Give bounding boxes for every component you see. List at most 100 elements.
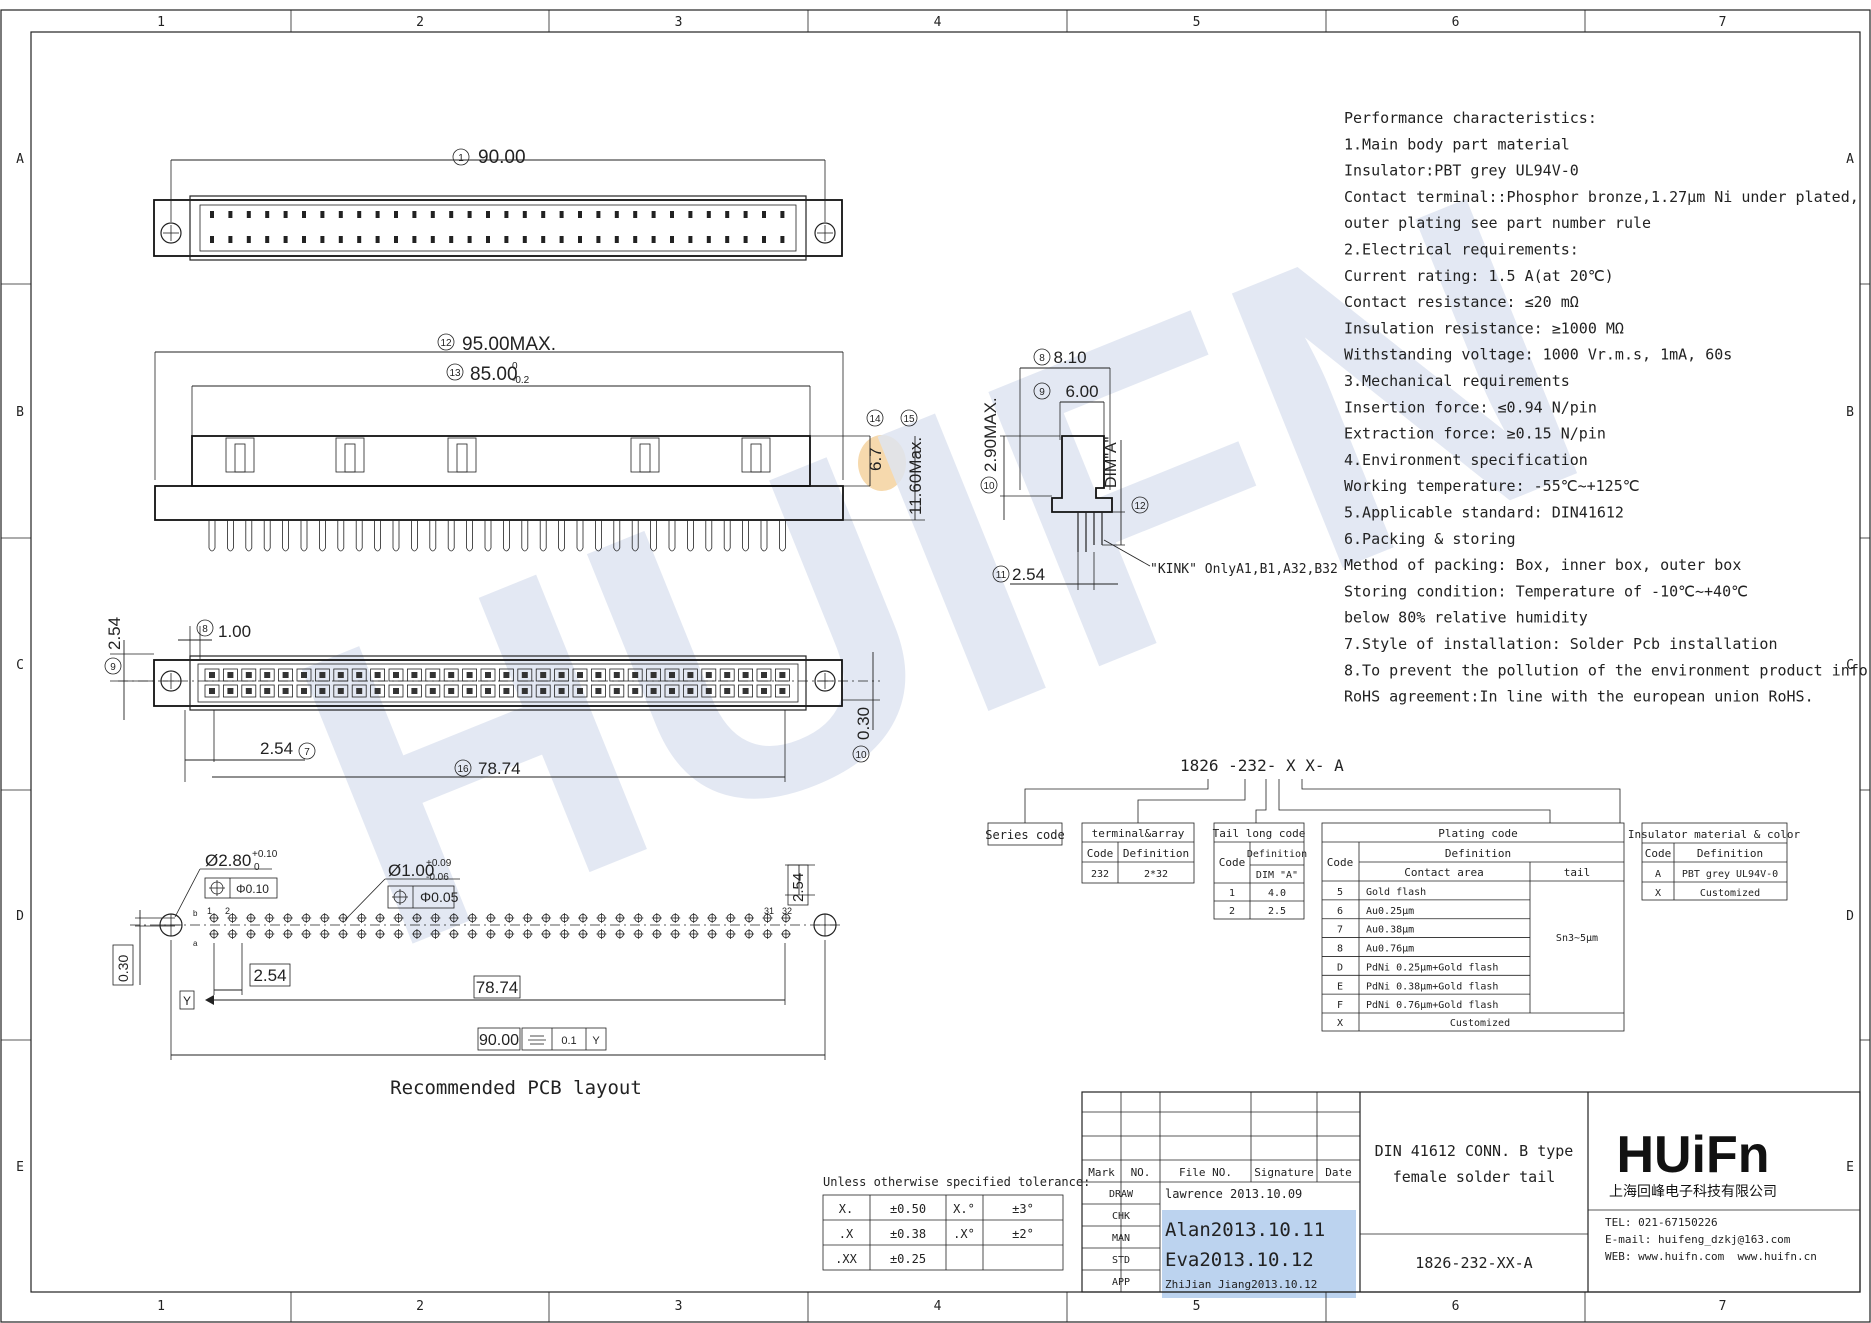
profile-6.00-dim: 6.00 [1065,382,1098,401]
contact-cell [425,668,441,682]
svg-text:Tail long code: Tail long code [1213,827,1306,840]
top-pin [430,236,435,243]
top-pin [743,211,748,218]
svg-text:9: 9 [110,662,116,673]
contact-cell [554,668,569,682]
side-pin [668,520,676,552]
top-pin [559,236,564,243]
top-pin [780,211,785,218]
contact-cell [701,684,717,698]
contact-cell [627,668,643,682]
svg-text:Φ0.05: Φ0.05 [420,889,459,905]
performance-line: 3.Mechanical requirements [1344,372,1570,390]
side-pin [319,520,326,552]
contact-cell [683,684,698,698]
side-pin [558,520,565,552]
svg-text:12: 12 [440,338,452,349]
svg-text:Definition: Definition [1697,847,1763,860]
side-pin [300,520,308,552]
svg-text:Y: Y [183,994,191,1008]
profile-2.90-dim: 2.90MAX. [981,397,1000,472]
side-pin [227,520,234,552]
title-block-header: Date [1325,1166,1352,1179]
top-pin [614,236,619,243]
zone-col-top: 3 [675,15,683,30]
top-pin [412,211,417,218]
contact-cell [683,668,698,682]
zone-row-left: E [16,1160,24,1175]
top-pin [375,236,380,243]
svg-text:+0.09: +0.09 [426,858,452,869]
top-pin [467,211,472,218]
top-pin [762,236,766,243]
contact-cell [480,668,496,682]
pcb-90.00-dim: 90.00 [479,1032,519,1049]
svg-text:31: 31 [764,906,774,916]
zone-col-bottom: 4 [934,1299,942,1314]
top-pin [265,236,270,243]
zone-row-right: D [1846,909,1854,924]
plating-code: 7 [1337,925,1343,936]
terminal-array-table: terminal&array Code Definition 232 2*32 [1081,822,1195,884]
svg-text:2.5: 2.5 [1268,906,1286,917]
top-pin [430,211,435,218]
tolerance-cell: ±0.50 [890,1202,926,1216]
part-code: 1826 -232- X X- A [1180,756,1344,775]
contact-cell [719,668,735,682]
top-pin [596,211,601,218]
top-pin [670,236,674,243]
contact-cell [775,684,790,698]
svg-text:Insulator material & color: Insulator material & color [1628,828,1801,841]
top-pin [210,236,214,243]
svg-text:Plating code: Plating code [1438,827,1517,840]
part-number-code: 1826 -232- X X- A Series code terminal&a… [985,756,1801,1032]
svg-text:Y: Y [592,1035,600,1047]
svg-text:PBT grey UL94V-0: PBT grey UL94V-0 [1682,869,1778,880]
contact-cell [517,684,533,698]
svg-text:32: 32 [782,906,792,916]
contact-cell [775,668,790,682]
plating-code: 8 [1337,944,1343,955]
svg-text:2*32: 2*32 [1144,869,1168,880]
contact-cell [370,684,386,698]
zone-row-left: C [16,658,24,673]
bottom-78.74-dim: 78.74 [478,759,521,778]
top-pin [320,236,325,243]
contact-cell [756,684,772,698]
svg-text:9: 9 [1039,387,1045,398]
bottom-0.30-dim: 0.30 [854,707,873,740]
top-pin [559,211,564,218]
svg-text:7: 7 [304,747,310,758]
top-pin [651,211,656,218]
title-block-role: APP [1112,1277,1130,1288]
title-block-signature: Eva2013.10.12 [1165,1249,1314,1271]
zone-col-bottom: 3 [675,1299,683,1314]
svg-text:-0.06: -0.06 [426,872,449,883]
plating-contact: Gold flash [1366,887,1426,898]
contact-cell [462,668,478,682]
bottom-view: 8 1.00 2.54 9 2.54 7 16 78.74 0.30 10 [104,617,880,782]
top-pin [449,236,454,243]
performance-line: Contact terminal::Phosphor bronze,1.27μm… [1344,188,1859,206]
top-pin [375,211,380,218]
top-pin [633,211,638,218]
side-pin [466,520,473,552]
zone-row-left: B [16,405,24,420]
company-name-cn: 上海回峰电子科技有限公司 [1609,1184,1777,1200]
top-pin [486,236,490,243]
svg-text:X: X [1655,888,1661,899]
performance-line: Performance characteristics: [1344,109,1597,127]
side-slot [447,437,477,473]
svg-text:Code: Code [1645,847,1672,860]
side-pin [392,520,400,552]
svg-text:a: a [193,939,198,948]
top-pin [283,236,288,243]
title-block-signature: ZhiJian Jiang2013.10.12 [1165,1278,1317,1291]
svg-text:b: b [193,909,198,918]
side-pin [208,520,216,552]
plating-contact: Au0.25μm [1366,906,1414,917]
svg-text:Customized: Customized [1450,1018,1510,1029]
contact-cell [664,684,680,698]
